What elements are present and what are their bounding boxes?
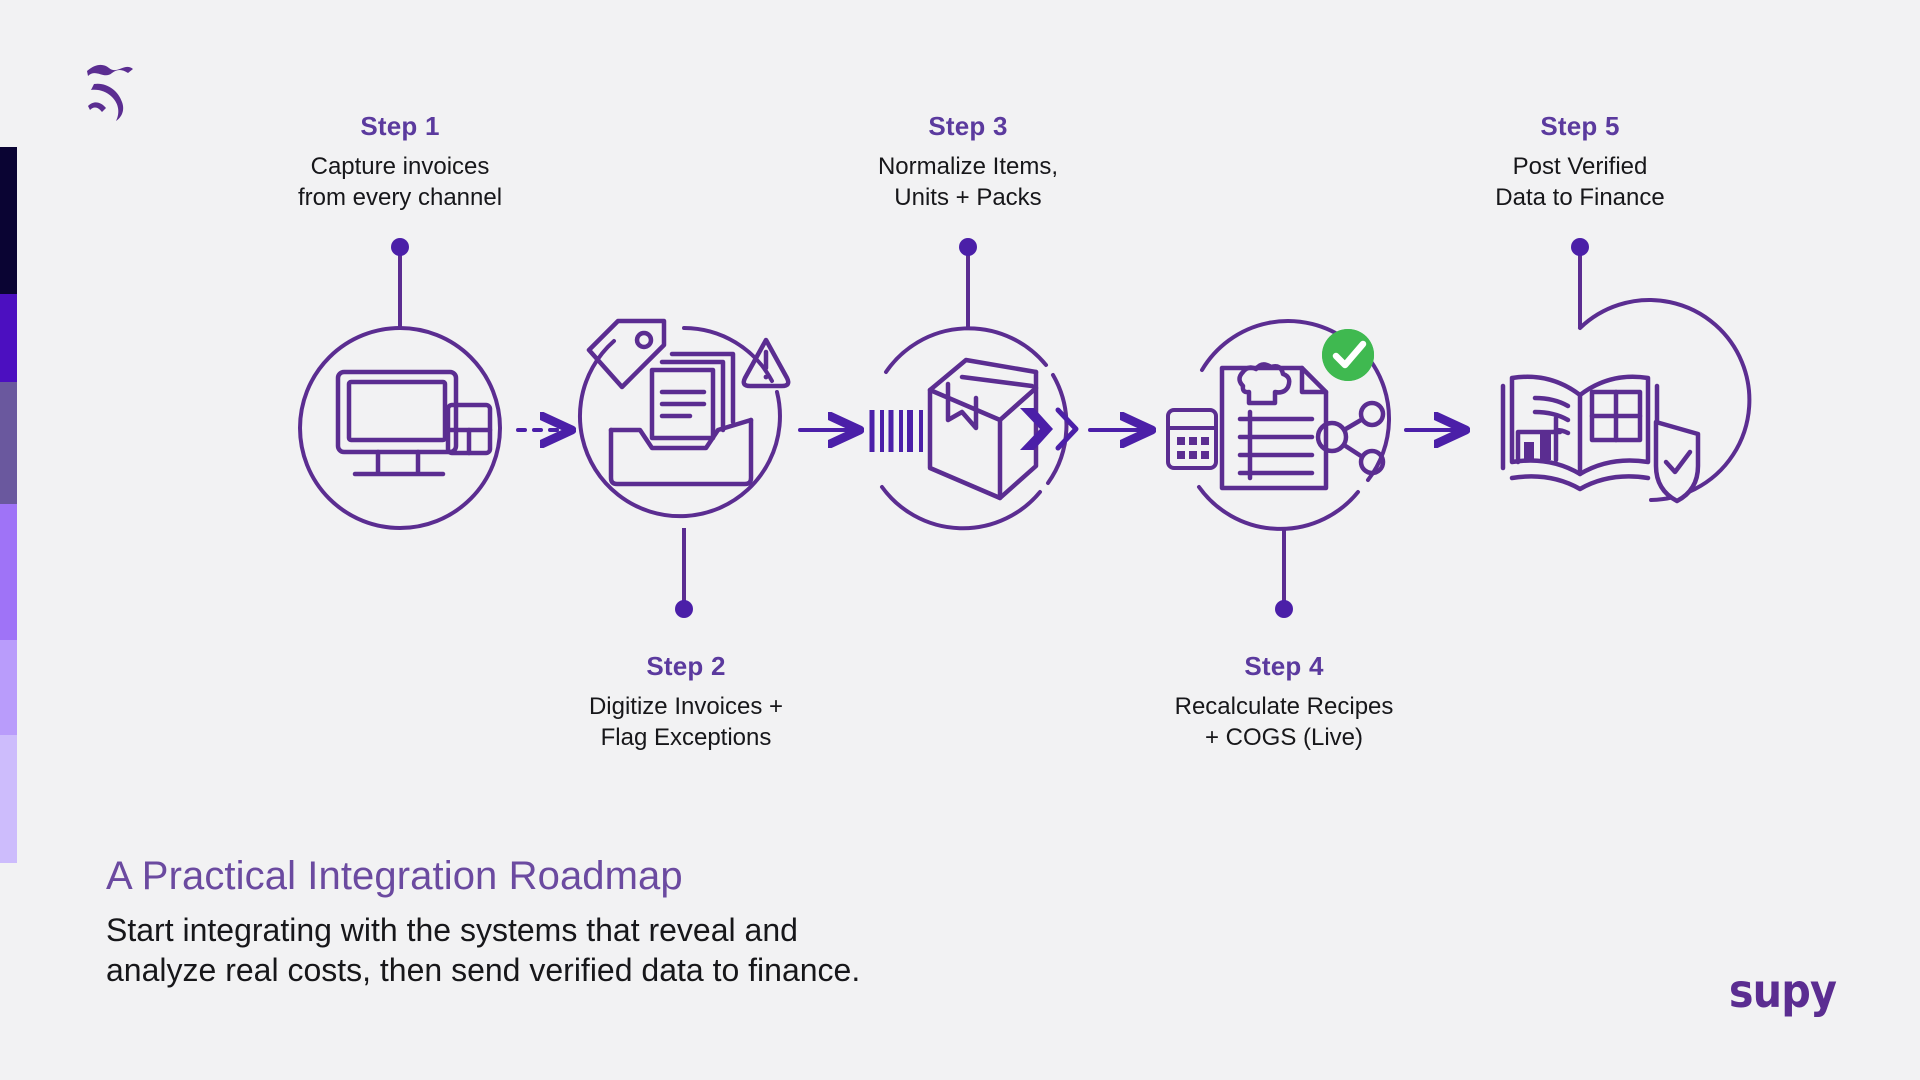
color-band-deep-violet <box>0 294 17 382</box>
document-tray-icon <box>608 351 754 487</box>
footer-title: A Practical Integration Roadmap <box>106 854 683 898</box>
step-2-desc-line-1: Digitize Invoices + <box>588 692 784 720</box>
step-3-node[interactable] <box>869 326 1079 531</box>
step-4-circle-arc-right <box>1366 358 1392 482</box>
step-2-caption: Step 2 Digitize Invoices + Flag Exceptio… <box>516 651 856 753</box>
step-4-circle-arc-bottom <box>1197 485 1360 531</box>
step-1-desc-line-1: Capture invoices <box>310 152 490 180</box>
step-2-circle-arc-top <box>682 326 774 383</box>
step-1-circle <box>298 326 502 530</box>
step-5-circle <box>1578 298 1752 502</box>
brand-color-strip <box>0 147 17 863</box>
step-1-caption: Step 1 Capture invoices from every chann… <box>230 111 570 213</box>
step-5-desc-line-1: Post Verified <box>1512 152 1648 180</box>
step-3-desc-line-2: Units + Packs <box>894 183 1042 211</box>
step-1-node[interactable] <box>298 326 502 530</box>
monitor-devices-icon <box>335 369 493 477</box>
footer-subtitle-line-1: Start integrating with the systems that … <box>106 912 798 948</box>
color-band-muted-violet <box>0 382 17 504</box>
footer-subtitle-line-2: analyze real costs, then send verified d… <box>106 952 861 988</box>
step-4-circle-arc-top <box>1200 319 1350 372</box>
share-nodes-icon <box>1315 400 1386 476</box>
step-1-description: Capture invoices from every channel <box>230 152 570 213</box>
step-3-caption: Step 3 Normalize Items, Units + Packs <box>798 111 1138 213</box>
step-2-circle-arc-main <box>577 339 782 519</box>
step-3-title: Step 3 <box>928 111 1008 141</box>
step-5-desc-line-2: Data to Finance <box>1495 183 1665 211</box>
step-2-description: Digitize Invoices + Flag Exceptions <box>516 692 856 753</box>
step-3-circle-arc-top <box>884 326 1048 374</box>
step-3-description: Normalize Items, Units + Packs <box>798 152 1138 213</box>
price-tag-icon <box>586 318 667 390</box>
color-band-midnight <box>0 147 17 294</box>
double-chevron-icon <box>1020 407 1079 451</box>
step-4-title: Step 4 <box>1244 651 1324 681</box>
step-1-desc-line-2: from every channel <box>297 183 503 211</box>
footer-block: A Practical Integration Roadmap Start in… <box>106 852 1106 990</box>
step-2-desc-line-2: Flag Exceptions <box>600 723 772 751</box>
ledger-book-icon <box>1500 374 1660 492</box>
green-check-badge-icon <box>1322 329 1375 381</box>
step-3-circle-arc-right <box>1046 373 1069 485</box>
step-4-node[interactable] <box>1166 319 1392 531</box>
step-4-desc-line-2: + COGS (Live) <box>1204 723 1364 751</box>
step-1-title: Step 1 <box>360 111 440 141</box>
supy-wordmark: supy <box>1728 964 1837 1018</box>
recipe-cost-sheet-icon <box>1219 362 1329 491</box>
step-4-description: Recalculate Recipes + COGS (Live) <box>1114 692 1454 753</box>
pin-connectors <box>391 238 1589 618</box>
shield-check-icon <box>1653 419 1701 504</box>
calculator-icon <box>1166 408 1218 470</box>
step-5-node[interactable] <box>1500 298 1752 504</box>
step-5-title: Step 5 <box>1540 111 1620 141</box>
step-4-caption: Step 4 Recalculate Recipes + COGS (Live) <box>1114 651 1454 753</box>
step-5-caption: Step 5 Post Verified Data to Finance <box>1410 111 1750 213</box>
color-band-soft-lavender <box>0 640 17 735</box>
step-4-desc-line-1: Recalculate Recipes <box>1174 692 1394 720</box>
color-band-pale-lavender <box>0 735 17 863</box>
step-2-title: Step 2 <box>646 651 726 681</box>
step-2-node[interactable] <box>577 318 791 519</box>
step-3-desc-line-1: Normalize Items, <box>877 152 1059 180</box>
footer-subtitle: Start integrating with the systems that … <box>106 910 1106 990</box>
shipping-box-icon <box>927 357 1039 501</box>
barcode-icon <box>869 410 923 452</box>
color-band-bright-lavender <box>0 504 17 640</box>
step-3-circle-arc-bottom <box>880 485 1042 531</box>
warning-triangle-icon <box>741 337 791 389</box>
supy-wave-mark <box>87 64 133 121</box>
step-5-description: Post Verified Data to Finance <box>1410 152 1750 213</box>
